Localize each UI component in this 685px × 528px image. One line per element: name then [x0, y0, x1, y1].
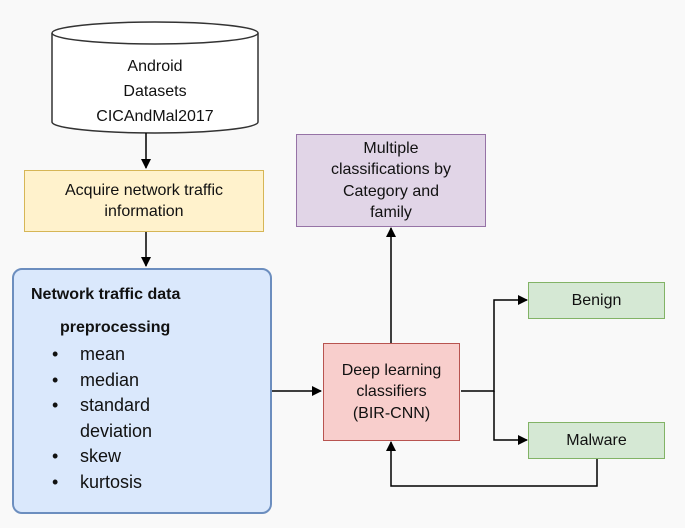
- database-line: CICAndMal2017: [96, 108, 214, 125]
- acquire-line: Acquire network traffic: [65, 181, 223, 199]
- multiple-line: Multiple: [363, 140, 419, 158]
- multiple-line: family: [370, 203, 412, 221]
- classifier-line: classifiers: [356, 383, 427, 401]
- edge-classifier-to-benign: [461, 295, 528, 392]
- malware-label: Malware: [566, 431, 627, 449]
- database-line: Datasets: [123, 83, 187, 100]
- database-label: Android Datasets CICAndMal2017: [50, 54, 260, 129]
- multiple-line: Category and: [342, 182, 440, 200]
- classifier-line: Deep learning: [341, 362, 442, 380]
- preprocessing-item: skew: [52, 444, 152, 470]
- edge-classifier-to-malware: [493, 391, 528, 445]
- classifier-line: (BIR-CNN): [352, 404, 431, 422]
- preprocessing-item: kurtosis: [52, 470, 152, 496]
- edge-malware-feedback-to-classifier: [386, 441, 598, 487]
- multiple-classifications-box: Multiple classifications by Category and…: [296, 134, 486, 227]
- benign-box: Benign: [528, 282, 665, 319]
- malware-box: Malware: [528, 422, 665, 459]
- classifier-box: Deep learning classifiers (BIR-CNN): [323, 343, 460, 441]
- database-line: Android: [127, 58, 183, 75]
- preprocessing-box: Network traffic data preprocessing mean …: [12, 268, 272, 514]
- multiple-line: classifications by: [330, 161, 452, 179]
- preprocessing-item: median: [52, 368, 152, 394]
- preprocessing-title: Network traffic data: [31, 286, 181, 303]
- preprocessing-item: deviation: [80, 420, 153, 441]
- acquire-line: information: [104, 203, 184, 220]
- acquire-traffic-box: Acquire network traffic information: [24, 170, 264, 232]
- preprocessing-item: standard: [52, 393, 152, 419]
- preprocessing-list: mean median standard deviation skew kurt…: [52, 342, 152, 495]
- preprocessing-subtitle: preprocessing: [60, 319, 171, 336]
- database-cylinder: [51, 21, 259, 134]
- preprocessing-item: mean: [52, 342, 152, 368]
- benign-label: Benign: [571, 291, 622, 309]
